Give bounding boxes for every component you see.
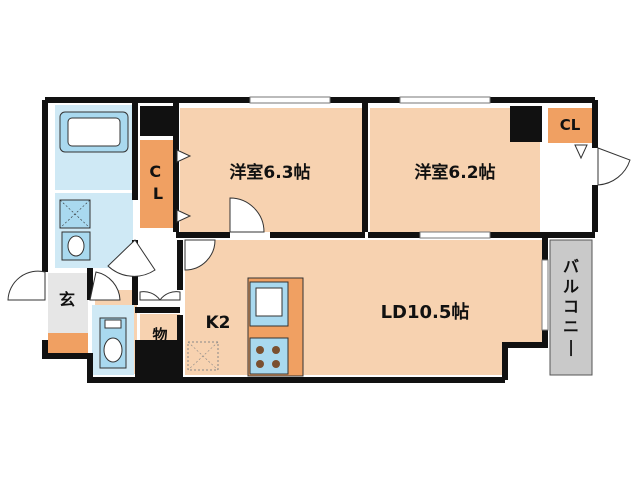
label-western-room-1: 洋室6.3帖: [229, 162, 310, 183]
closet-1: [140, 140, 175, 228]
balcony: [549, 239, 593, 376]
stove-icon: [249, 337, 289, 375]
wall-block: [135, 340, 180, 380]
label-kitchen: K2: [205, 313, 230, 333]
label-entrance: 玄: [59, 290, 75, 309]
closet-door-markers: [176, 144, 588, 223]
entrance: [48, 273, 88, 333]
label-storage: 物: [152, 326, 167, 344]
doors: [7, 147, 631, 301]
label-living-dining: LD10.5帖: [381, 301, 470, 323]
western-room-1: [180, 108, 362, 232]
windows: [249, 96, 549, 331]
bathtub-basin-icon: [67, 117, 121, 147]
label-balcony: バルコニ|: [563, 257, 579, 357]
wall-pillar: [140, 106, 174, 136]
shoe-closet: [48, 333, 88, 353]
closet-2: [548, 108, 592, 143]
fridge-space-icon: [187, 341, 219, 371]
living-dining-kitchen: [185, 240, 545, 375]
wall-column: [510, 106, 542, 142]
label-western-room-2: 洋室6.2帖: [414, 162, 495, 183]
label-closet-1: C L: [149, 162, 166, 203]
label-closet-2: CL: [560, 116, 581, 134]
